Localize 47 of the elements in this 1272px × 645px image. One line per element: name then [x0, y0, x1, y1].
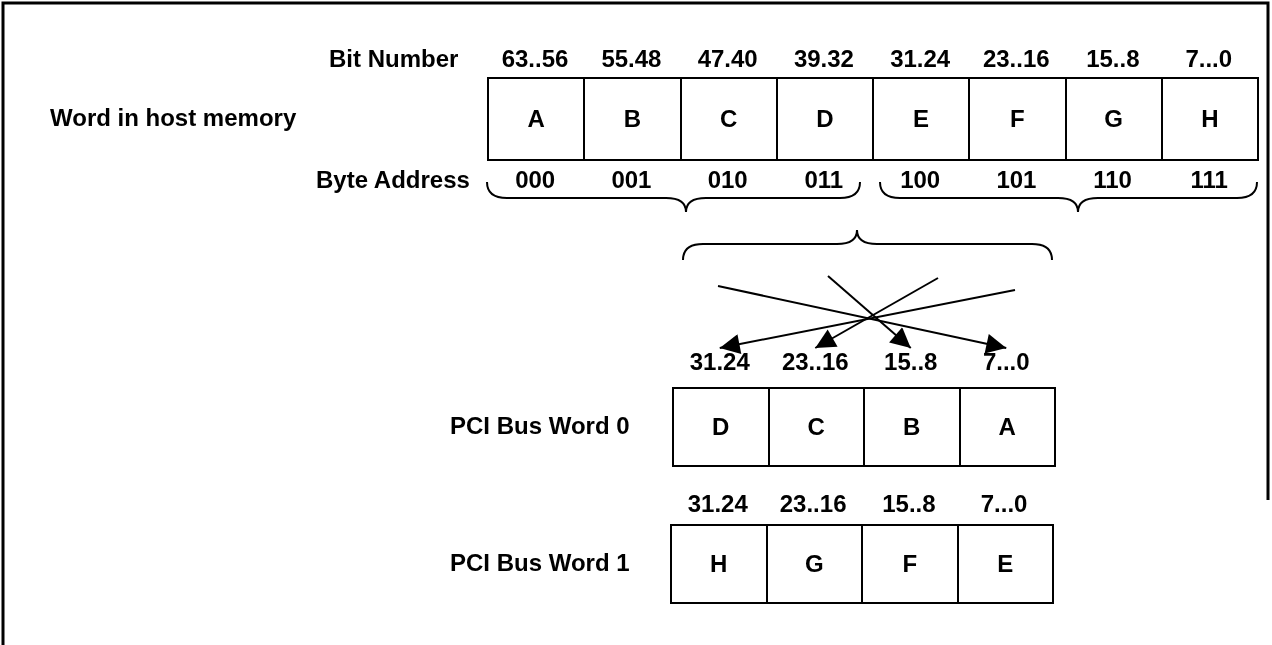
row-label: PCI Bus Word 1: [450, 549, 630, 577]
byte-address: 010: [707, 166, 748, 194]
byte-address: 011: [804, 166, 844, 194]
row-label: Byte Address: [316, 166, 470, 194]
bit-range: 7...0: [980, 490, 1028, 518]
byte-cell: G: [765, 524, 863, 604]
byte-cell: D: [672, 387, 770, 467]
byte-address: 100: [900, 166, 941, 194]
byte-cell: F: [861, 524, 959, 604]
byte-cell: F: [968, 77, 1067, 161]
byte-cell: G: [1064, 77, 1163, 161]
byte-cell: E: [956, 524, 1054, 604]
row-label: Word in host memory: [50, 104, 297, 132]
bit-range: 7...0: [1185, 45, 1233, 73]
arrow: [814, 277, 939, 349]
byte-cell: C: [767, 387, 865, 467]
byte-cell: E: [872, 77, 971, 161]
bit-range: 39.32: [793, 45, 854, 73]
byte-address: 110: [1093, 166, 1132, 194]
arrow: [827, 275, 912, 349]
byte-cell: C: [679, 77, 778, 161]
byte-cell: D: [775, 77, 874, 161]
byte-cell: B: [863, 387, 961, 467]
bit-range: 7...0: [958, 348, 1054, 380]
byte-address: 101: [996, 166, 1037, 194]
bit-range: 15..8: [1086, 45, 1140, 73]
bit-range: 31.24: [890, 45, 951, 73]
byte-cell: A: [958, 387, 1056, 467]
bit-range: 31.24: [687, 490, 748, 518]
byte-cell: H: [1160, 77, 1259, 161]
row-label: PCI Bus Word 0: [450, 412, 630, 440]
byte-address: 000: [515, 166, 556, 194]
byte-address: 111: [1190, 166, 1228, 194]
bit-range: 55.48: [601, 45, 662, 73]
bit-range: 23..16: [779, 490, 847, 518]
bit-range: 23..16: [982, 45, 1050, 73]
bit-range: 63..56: [501, 45, 569, 73]
byte-address: 001: [611, 166, 652, 194]
byte-cell: A: [487, 77, 586, 161]
row-label: Bit Number: [329, 45, 459, 73]
byte-cell: B: [583, 77, 682, 161]
byte-cell: H: [670, 524, 768, 604]
bit-range: 47.40: [697, 45, 758, 73]
bit-range: 15..8: [863, 348, 959, 380]
bit-range: 31.24: [672, 348, 768, 380]
bit-range: 23..16: [767, 348, 863, 380]
bit-range: 15..8: [882, 490, 936, 518]
